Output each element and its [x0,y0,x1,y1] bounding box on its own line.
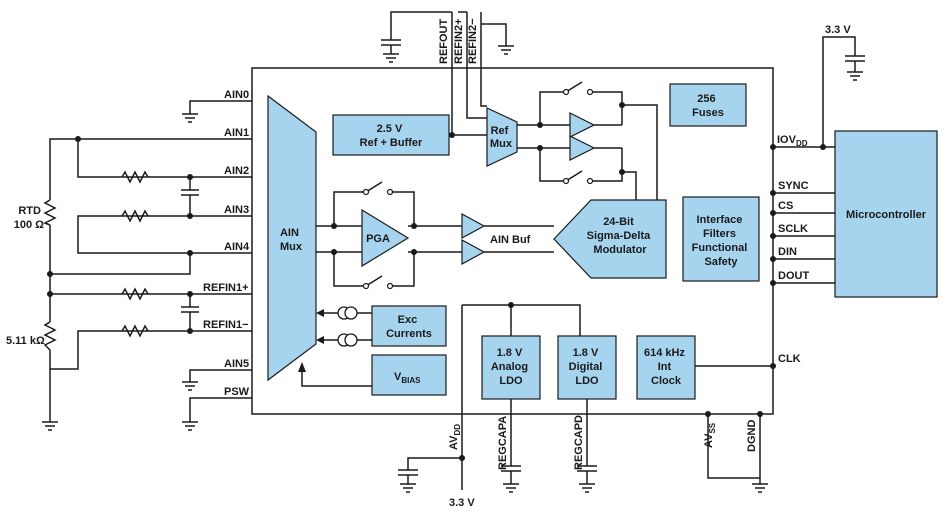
fuses-block [669,83,747,127]
resistors [43,170,149,351]
rtd-resistor [43,199,57,226]
microcontroller-block [834,130,938,298]
pin-clk: CLK [778,353,801,365]
pga-section-wiring [316,181,462,290]
pin-refin1-plus: REFIN1+ [203,282,249,294]
refin1n-series-resistor [121,324,149,338]
ref-buffer-amp-2 [569,135,596,161]
supply-3v3-bottom: 3.3 V [449,497,475,509]
ref-mux-label: Ref Mux [490,125,513,150]
rtd-label: RTD 100 Ω [14,205,44,231]
ref-mux-block [486,107,518,167]
pin-ain2: AIN2 [224,165,249,177]
fuses-label: 256 Fuses [692,93,724,119]
ain-buf-amp-2 [461,238,486,266]
pin-dgnd: DGND [746,420,758,452]
refin2-wiring [458,11,507,119]
ref-buffer-label: 2.5 V Ref + Buffer [360,123,423,149]
interface-label: Interface Filters Functional Safety [692,214,751,268]
pin-regcapd: REGCAPD [573,415,585,470]
pin-ain1: AIN1 [224,127,249,139]
ref-buffer-amp-1 [569,112,596,138]
pin-refout: REFOUT [438,19,450,65]
pin-regcapa: REGCAPA [497,416,509,470]
bottom-pin-wiring [398,399,763,490]
interface-filters-safety-block [682,196,760,282]
refout-cap-ground-icon [383,53,399,63]
pin-ain4: AIN4 [224,241,250,253]
ldo-wiring [461,302,773,414]
analog-ldo-label: 1.8 V Analog LDO [491,347,531,387]
rtd-ground-icon [42,421,58,431]
digital-ldo-label: 1.8 V Digital LDO [569,347,606,387]
exc-currents-block [371,305,447,347]
vbias-block [371,354,447,396]
microcontroller-label: Microcontroller [846,209,927,221]
pin-cs: CS [778,200,793,212]
psw-ground-icon [182,421,198,431]
pga-label: PGA [366,233,390,245]
right-pin-dots [770,144,776,369]
ain-mux-label: AIN Mux [280,227,303,253]
pga-block [361,208,410,268]
modulator-label: 24-Bit Sigma-Delta Modulator [587,216,654,256]
digital-ldo-block [557,335,617,400]
pin-refin2-minus: REFIN2− [467,18,479,64]
pin-iovdd: IOVDD [777,134,808,148]
ain5-ground-icon [182,381,198,391]
exc-currents-label: Exc Currents [386,314,432,340]
pin-din: DIN [778,246,797,258]
refin2-ground-icon [498,45,514,55]
regcapd-ground-icon [579,483,595,493]
int-clock-block [636,335,696,400]
reference-resistor [43,321,57,351]
ain-mux-block [267,94,317,382]
rref-label: 5.11 kΩ [6,335,45,347]
supply-3v3-top: 3.3 V [825,24,851,36]
ref-buffer-block [332,114,450,156]
iovdd-cap-ground-icon [847,71,863,81]
ain-buf-label: AIN Buf [490,234,531,246]
current-source-icons [316,306,372,347]
ain3-series-resistor [121,209,149,223]
pin-avdd: AVDD [448,424,462,450]
spi-bus-wiring [773,192,835,284]
pin-refin2-plus: REFIN2+ [453,18,465,64]
left-pin-wiring [47,100,252,422]
pin-dout: DOUT [778,270,809,282]
pin-psw: PSW [224,386,250,398]
refin1p-series-resistor [121,287,149,301]
pin-refin1-minus: REFIN1− [203,319,249,331]
dgnd-ground-icon [752,483,768,493]
ain0-ground-icon [182,113,198,123]
ain-buf-to-modulator-wire [484,225,554,253]
vbias-arrow-icon [298,362,306,372]
ref-buffers-and-switches [449,81,658,200]
vbias-wire [301,370,372,387]
regcapa-ground-icon [503,483,519,493]
pin-avss: AVSS [703,422,717,448]
clock-label: 614 kHz Int Clock [644,347,688,387]
sigma-delta-modulator-block [553,199,667,279]
avdd-cap-ground-icon [400,483,416,493]
vbias-label: VBIAS [394,371,421,385]
ain-buf-amp-1 [461,212,486,240]
iovdd-supply-wiring [773,36,865,150]
ain2-series-resistor [121,170,149,184]
pin-ain3: AIN3 [224,204,249,216]
pin-ain5: AIN5 [224,358,249,370]
pin-sync: SYNC [778,180,809,192]
pin-sclk: SCLK [778,223,808,235]
pin-ain0: AIN0 [224,89,249,101]
